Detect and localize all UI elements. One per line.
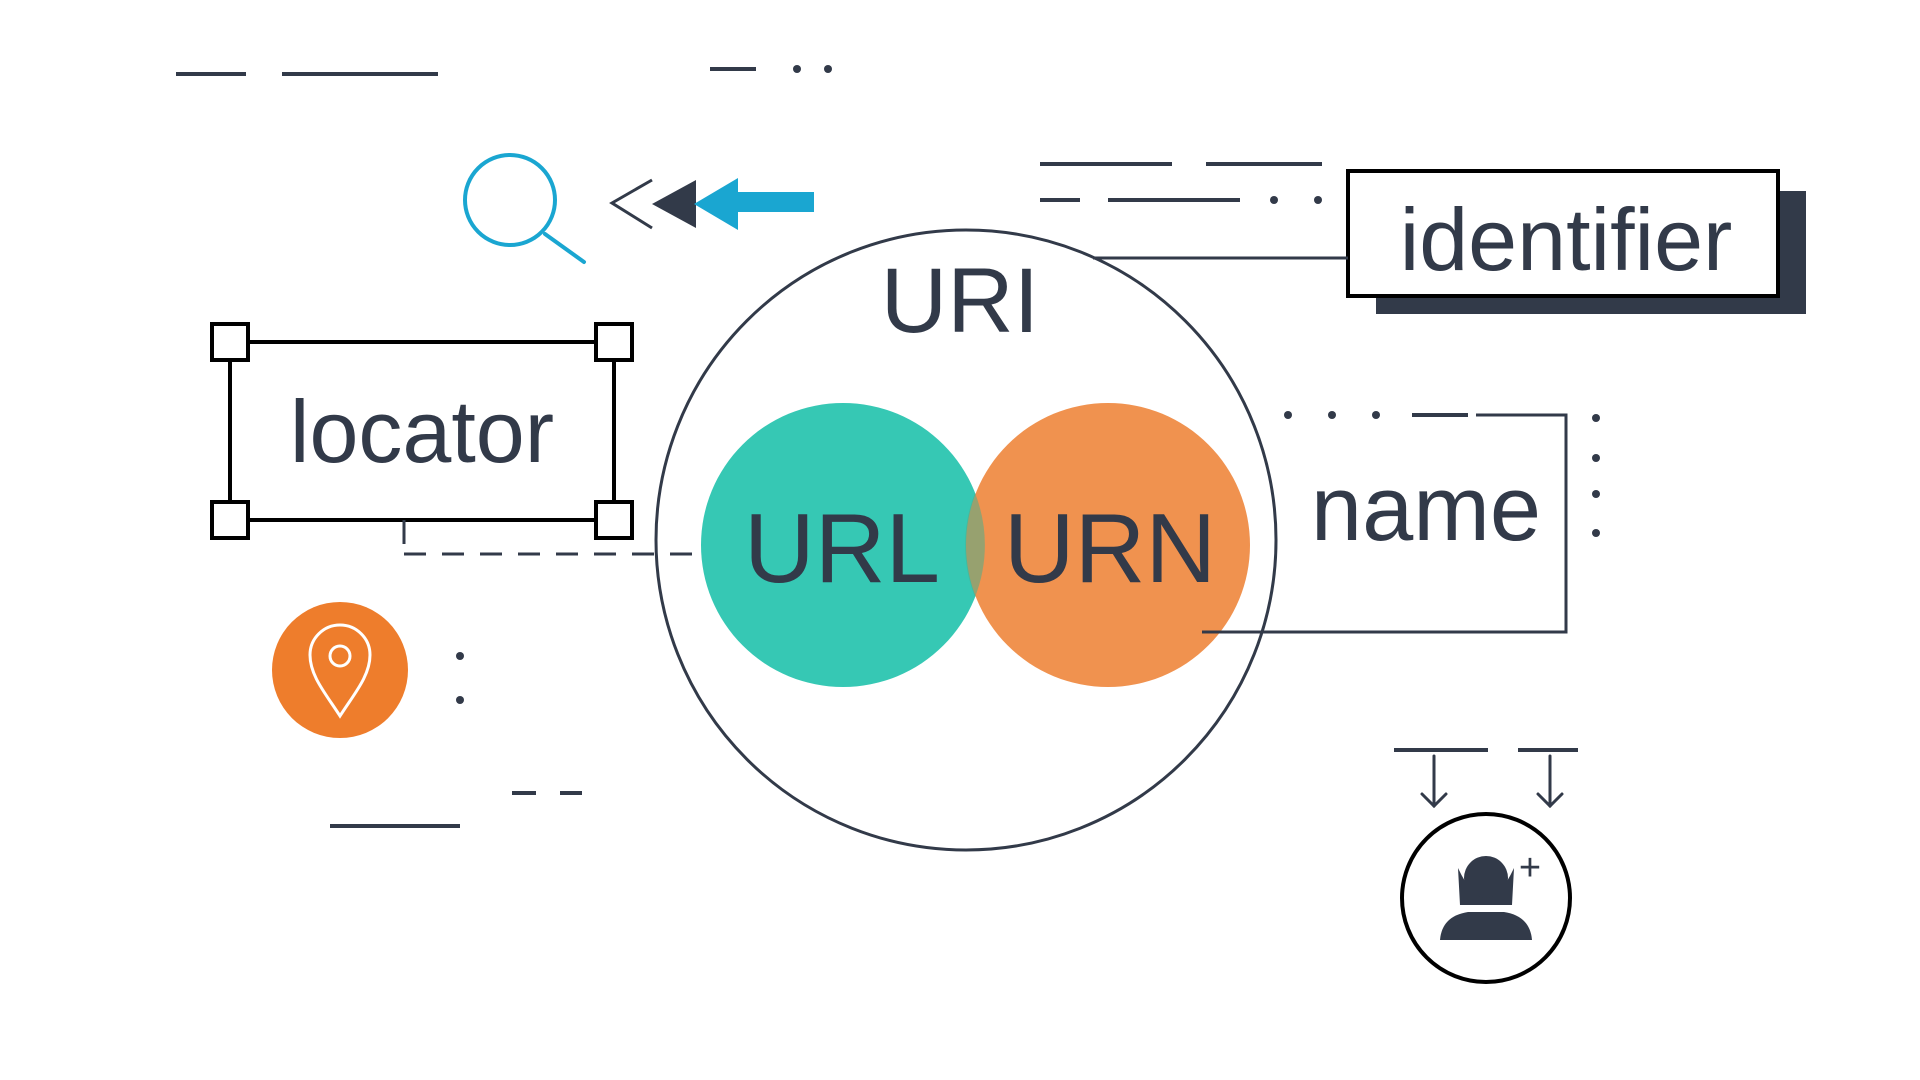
identifier-label: identifier (1400, 190, 1733, 289)
locator-connector (402, 520, 708, 556)
add-user-icon: + (1400, 812, 1572, 984)
url-circle (701, 403, 985, 687)
arrow-down-icon (1420, 754, 1564, 809)
magnifier-icon (463, 153, 586, 264)
uri-circle (654, 228, 1278, 852)
map-pin-icon (272, 602, 408, 738)
locator-label-box: locator (210, 322, 634, 540)
name-label: name (1311, 458, 1541, 560)
url-label: URL (744, 493, 940, 603)
locator-label: locator (290, 382, 554, 481)
decorative-dashes (176, 67, 1578, 828)
urn-circle (966, 403, 1250, 687)
uri-label: URI (881, 250, 1039, 352)
rewind-arrows-icon (609, 178, 814, 230)
plus-glyph: + (1519, 847, 1541, 889)
name-connector (1202, 413, 1568, 634)
url-urn-overlap (965, 493, 985, 597)
urn-label: URN (1004, 493, 1216, 603)
identifier-label-box: identifier (1346, 169, 1806, 314)
decorative-dots (456, 65, 1600, 704)
